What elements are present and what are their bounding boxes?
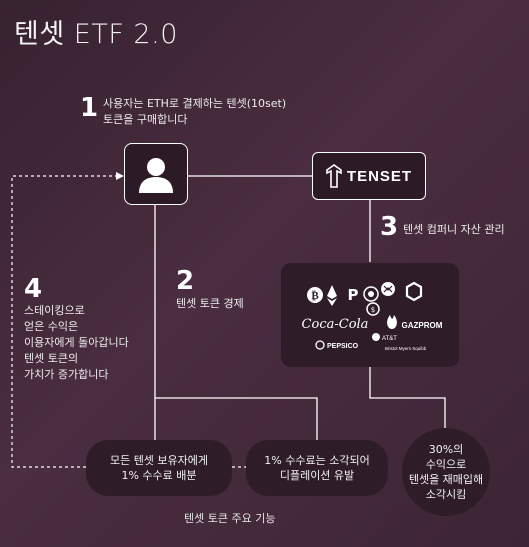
- step-1-number: 1: [80, 93, 99, 123]
- ethereum-icon: [327, 285, 337, 306]
- user-box: [124, 143, 188, 205]
- tenset-logo-icon: [326, 164, 342, 188]
- usdc-icon: $: [366, 302, 380, 316]
- step-3-text: 텐셋 컴퍼니 자산 관리: [403, 223, 505, 236]
- chainlink-icon: [405, 281, 423, 302]
- diagram-caption: 텐셋 토큰 주요 기능: [184, 512, 276, 525]
- tenset-brand-label: TENSET: [346, 167, 413, 185]
- distribution-node: 모든 텐셋 보유자에게 1% 수수료 배분: [86, 440, 232, 496]
- step-1-text: 사용자는 ETH로 결제하는 텐셋(10set) 토큰을 구매합니다: [103, 97, 287, 126]
- step-2-text: 텐셋 토큰 경제: [176, 297, 244, 310]
- token-icon: [363, 286, 379, 302]
- branch-right-line: [155, 397, 318, 440]
- gazprom-logo: GAZPROM: [402, 321, 443, 330]
- step-2-number: 2: [176, 266, 195, 296]
- att-icon: [372, 333, 380, 341]
- burn-node: 1% 수수료는 소각되어 디플레이션 유발: [246, 440, 388, 496]
- portfolio-to-buyback-line: [369, 367, 446, 428]
- step-4-number: 4: [24, 274, 43, 304]
- user-icon: [139, 158, 173, 193]
- att-logo: AT&T: [382, 336, 397, 342]
- step-3-number: 3: [380, 212, 399, 242]
- return-loop-line: [11, 175, 118, 468]
- svg-text:$: $: [371, 306, 375, 314]
- polkadot-icon: P: [348, 286, 359, 304]
- tenset-box: TENSET: [312, 152, 426, 200]
- return-arrow-icon: [116, 172, 124, 180]
- page-title: 텐셋 ETF 2.0: [14, 19, 178, 50]
- svg-text:P: P: [348, 286, 359, 304]
- buyback-node: 30%의 수익으로 텐셋을 재매입해 소각시킴: [402, 428, 490, 516]
- xrp-icon: [381, 282, 395, 296]
- bitcoin-icon: ₿: [307, 287, 323, 303]
- pepsico-icon: [315, 340, 325, 350]
- portfolio-box: ₿ P $ Coca-Cola: [281, 263, 459, 367]
- cocacola-logo: Coca-Cola: [302, 317, 369, 332]
- portfolio-logos: ₿ P $ Coca-Cola: [302, 281, 443, 351]
- gazprom-icon: [387, 315, 397, 329]
- bms-logo: Bristol Myers Squibb: [385, 346, 427, 351]
- svg-text:₿: ₿: [311, 289, 319, 302]
- step-4-text: 스테이킹으로 얻은 수익은 이용자에게 돌아갑니다 텐셋 토큰의 가치가 증가합…: [24, 304, 129, 381]
- pepsico-logo: PEPSICO: [327, 343, 359, 350]
